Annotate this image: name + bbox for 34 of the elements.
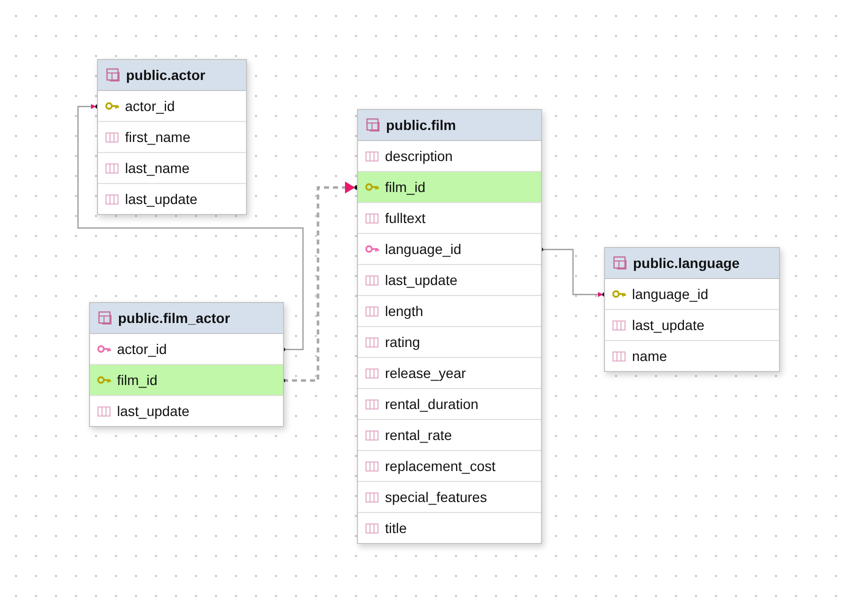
- column-name: rental_rate: [385, 427, 452, 443]
- column-name: last_update: [632, 317, 704, 333]
- column-name: first_name: [125, 129, 190, 145]
- table-title: public.language: [633, 255, 740, 271]
- table-card: [97, 59, 247, 215]
- highlighted-row: [90, 365, 283, 396]
- highlighted-row: [358, 172, 541, 203]
- column-name: last_name: [125, 160, 190, 176]
- column-name: film_id: [385, 179, 426, 195]
- table-title: public.film: [386, 117, 456, 133]
- column-name: name: [632, 348, 668, 364]
- column-name: description: [385, 148, 453, 164]
- column-name: last_update: [125, 191, 198, 207]
- column-name: fulltext: [385, 210, 426, 226]
- column-name: last_update: [117, 403, 190, 419]
- column-name: actor_id: [125, 98, 175, 114]
- table-card: [89, 302, 284, 427]
- column-name: last_update: [385, 272, 458, 288]
- column-name: actor_id: [117, 341, 167, 357]
- table-title: public.film_actor: [118, 310, 230, 326]
- column-name: rental_duration: [385, 396, 478, 412]
- table-title: public.actor: [126, 67, 206, 83]
- column-name: rating: [385, 334, 420, 350]
- column-name: release_year: [385, 365, 466, 381]
- column-name: replacement_cost: [385, 458, 496, 474]
- column-name: language_id: [632, 286, 708, 302]
- column-name: title: [385, 520, 407, 536]
- column-name: film_id: [117, 372, 158, 388]
- column-name: length: [385, 303, 424, 319]
- table-card: [604, 247, 780, 372]
- relationship-line: [77, 104, 304, 352]
- column-name: language_id: [385, 241, 462, 257]
- column-name: special_features: [385, 489, 487, 505]
- table-card: [357, 109, 542, 544]
